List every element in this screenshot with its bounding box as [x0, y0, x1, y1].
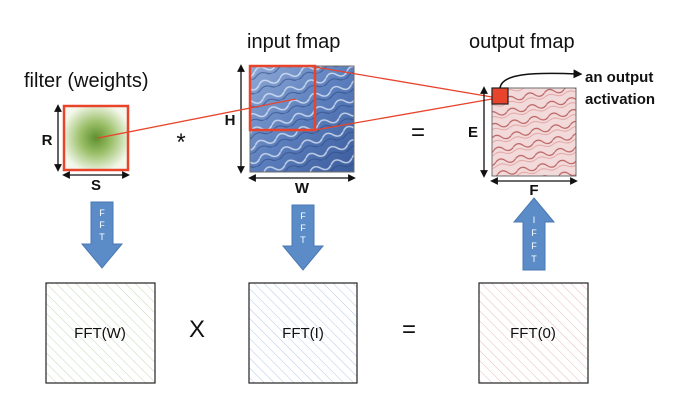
- output-fmap-border: [491, 87, 577, 177]
- filter-border: [62, 104, 130, 172]
- ifft-arrow-letter-2: F: [531, 228, 537, 238]
- callout-arrow: [499, 69, 583, 89]
- ifft-arrow-letter-3: F: [531, 241, 537, 251]
- output-activation-pixel: [491, 87, 509, 105]
- filter-s-label: S: [91, 177, 101, 194]
- fft-w-box: FFT(W): [45, 282, 156, 384]
- input-h-label: H: [225, 112, 236, 129]
- fft-arrow-input-letter-3: T: [300, 235, 306, 245]
- fft-arrow-filter: F F T: [80, 201, 124, 269]
- input-fmap-block: H W: [225, 64, 356, 197]
- callout-line-1: an output: [585, 69, 653, 86]
- input-w-label: W: [295, 180, 310, 197]
- fft-arrow-filter-letter-1: F: [99, 208, 105, 218]
- output-title: output fmap: [469, 31, 575, 53]
- equals-operator-top: =: [411, 119, 425, 146]
- fft-o-box: FFT(0): [478, 282, 589, 384]
- fft-arrow-filter-letter-3: T: [99, 232, 105, 242]
- input-receptive-window: [248, 64, 317, 132]
- output-f-label: F: [529, 182, 538, 199]
- equals-operator-bottom: =: [402, 316, 416, 343]
- multiply-operator: X: [189, 316, 205, 343]
- fft-arrow-filter-letter-2: F: [99, 220, 105, 230]
- fft-arrow-input: F F T: [281, 204, 325, 271]
- mapping-line-filter-to-input: [97, 98, 297, 139]
- convolution-operator: *: [176, 129, 185, 156]
- fft-arrow-input-letter-1: F: [300, 211, 306, 221]
- fft-o-label: FFT(0): [510, 325, 556, 342]
- mapping-line-input-bottom-to-output: [314, 98, 493, 131]
- fft-i-box: FFT(I): [248, 282, 358, 384]
- output-e-label: E: [468, 124, 478, 141]
- callout-line-2: activation: [585, 91, 655, 108]
- input-fmap-texture: [250, 66, 354, 172]
- ifft-arrow-letter-1: I: [533, 215, 536, 225]
- input-title: input fmap: [247, 31, 340, 53]
- filter-image: [64, 106, 128, 170]
- filter-title: filter (weights): [24, 70, 148, 92]
- mapping-line-input-top-to-output: [314, 66, 493, 98]
- fft-w-label: FFT(W): [74, 325, 126, 342]
- fft-i-label: FFT(I): [282, 325, 324, 342]
- output-fmap-block: E F: [468, 86, 578, 199]
- filter-r-label: R: [42, 132, 53, 149]
- fft-arrow-input-letter-2: F: [300, 223, 306, 233]
- filter-block: R S: [42, 104, 130, 194]
- ifft-arrow-letter-4: T: [531, 254, 537, 264]
- ifft-arrow-output: I F F T: [512, 197, 556, 271]
